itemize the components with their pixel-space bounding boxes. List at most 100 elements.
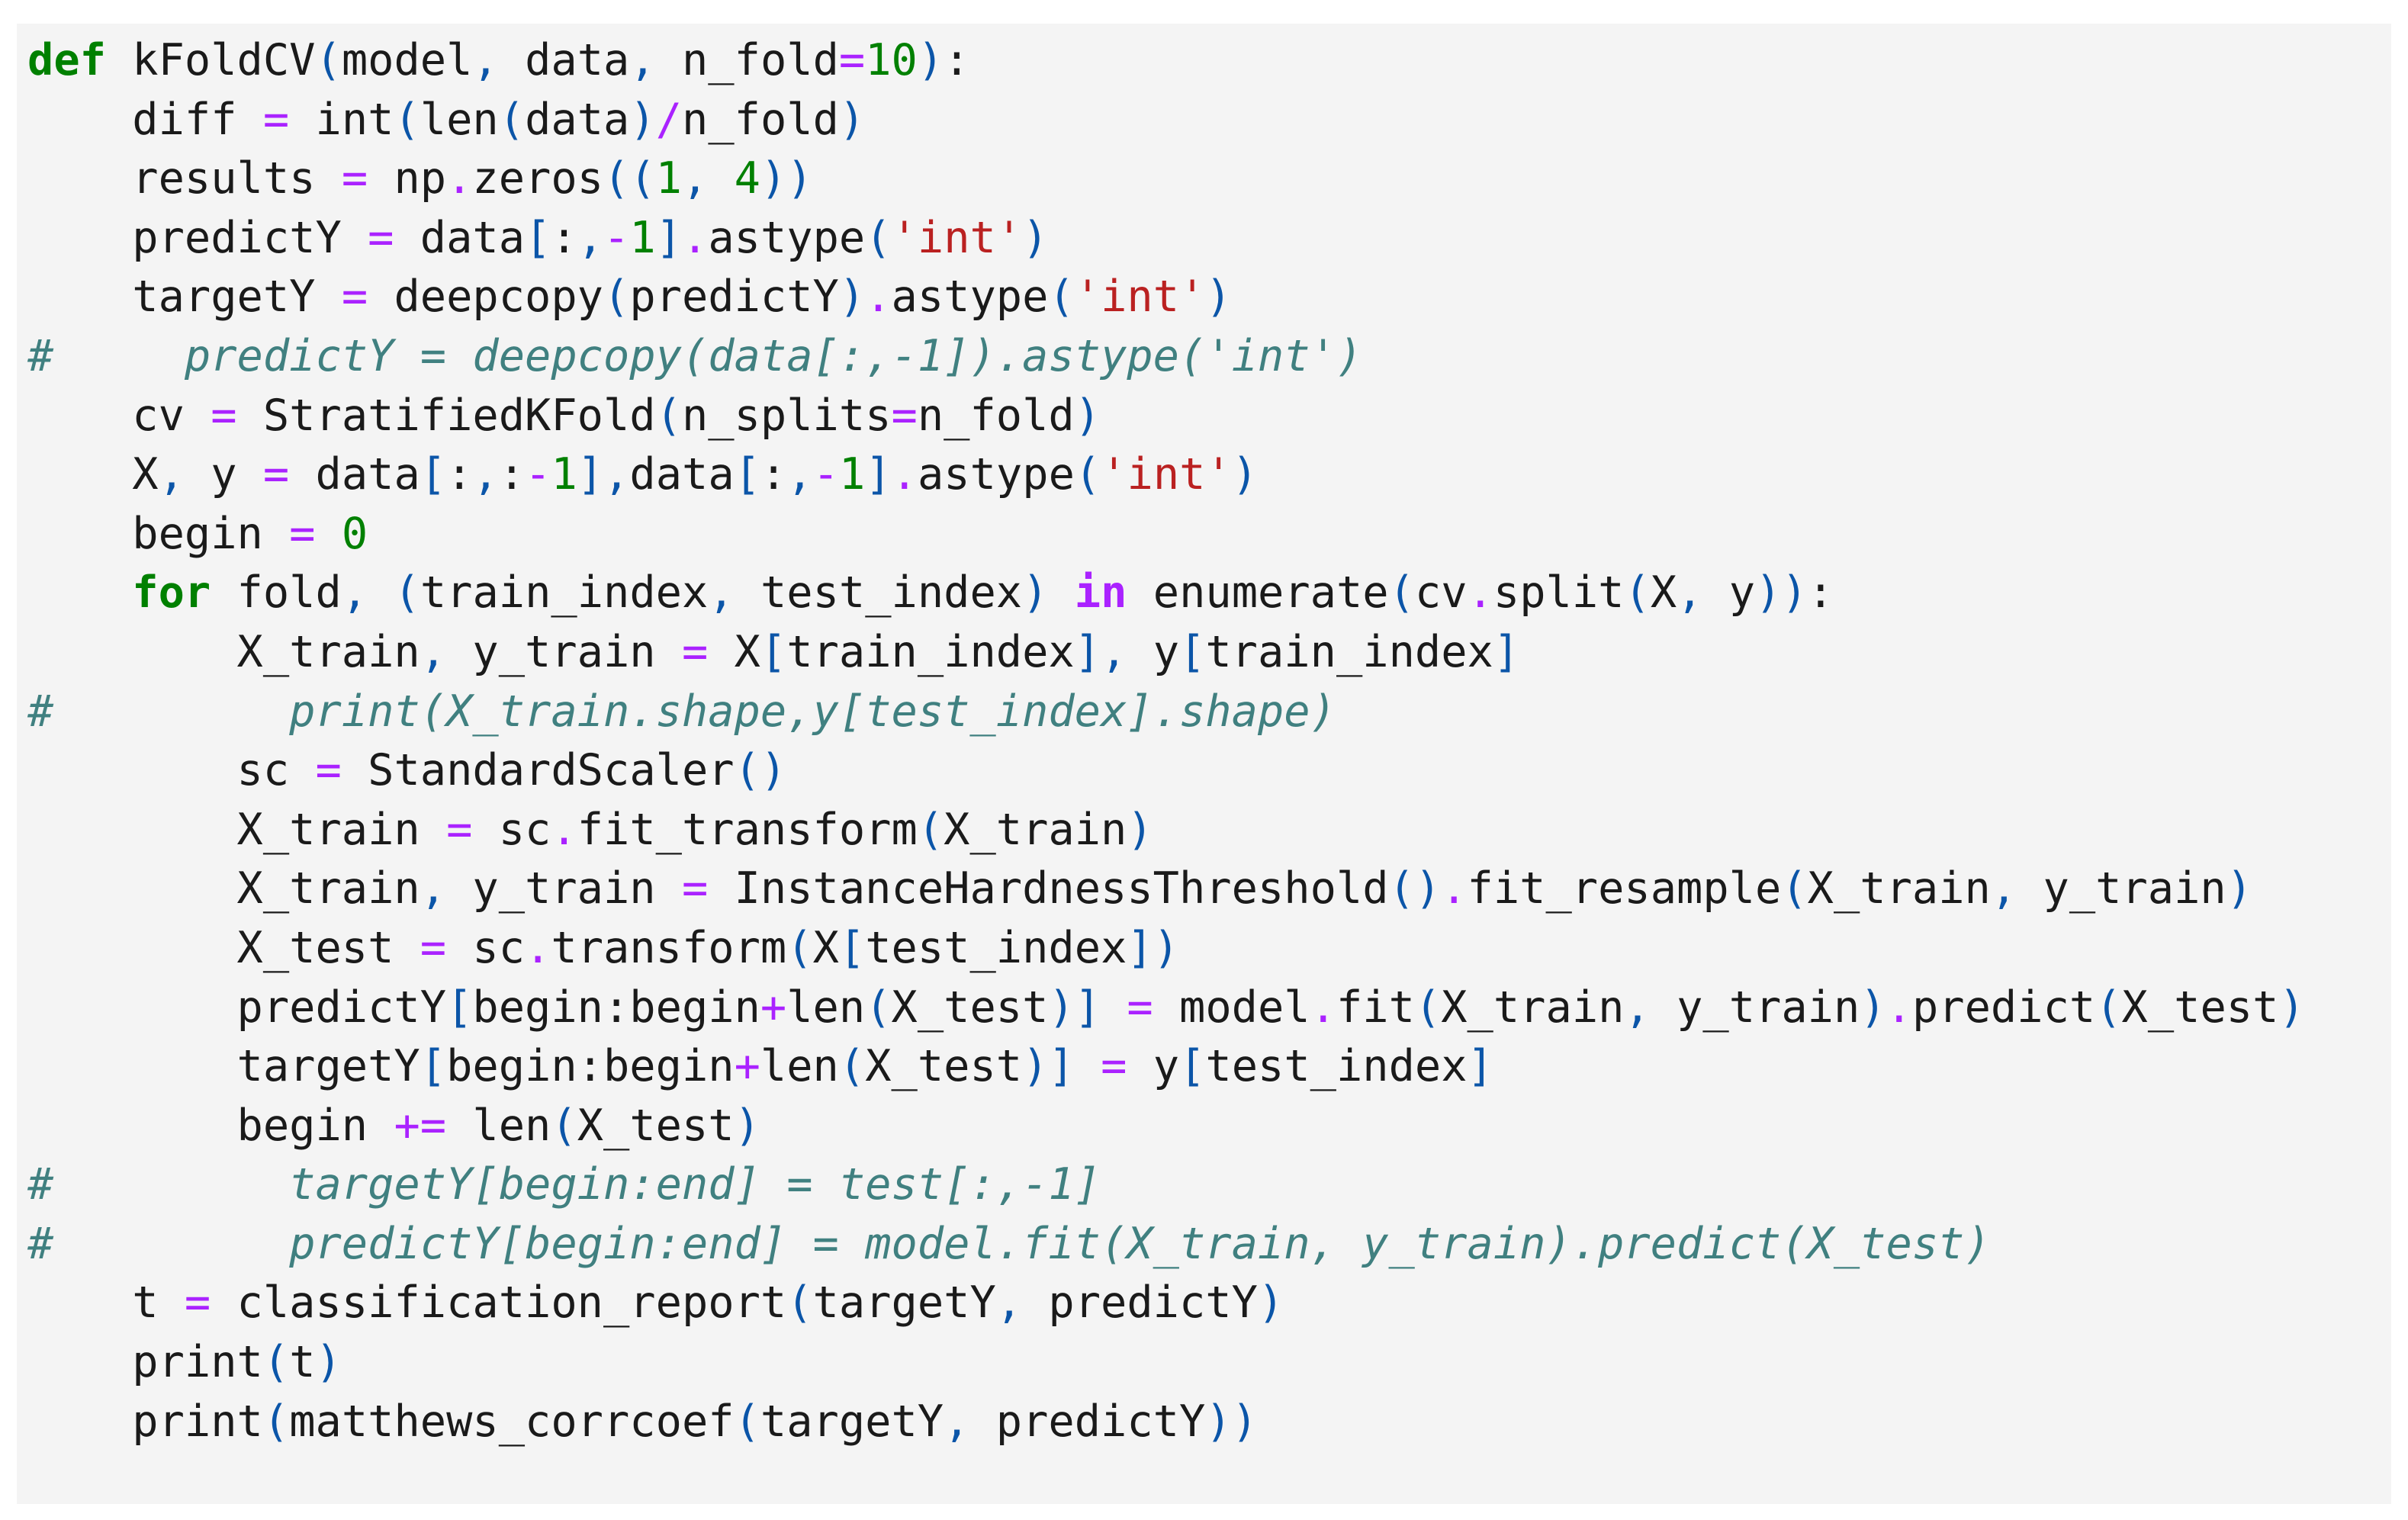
code-text: X_train [27, 626, 420, 677]
code-line: cv = StratifiedKFold(n_splits=n_fold) [27, 387, 2391, 446]
operator: = [891, 390, 918, 441]
operator: - [812, 449, 839, 500]
punctuation: , [158, 449, 185, 500]
code-text: sc [472, 804, 551, 855]
punctuation: [ [525, 212, 551, 263]
punctuation: ( [655, 390, 682, 441]
code-text: InstanceHardnessThreshold [708, 863, 1389, 914]
code-text: X [1650, 567, 1677, 619]
code-text: int [289, 94, 394, 145]
punctuation: [ [760, 626, 787, 677]
punctuation: , [472, 449, 499, 500]
code-line: # predictY[begin:end] = model.fit(X_trai… [27, 1215, 2391, 1274]
code-text: data [629, 449, 735, 500]
operator: + [760, 982, 787, 1033]
code-text: : [551, 212, 577, 263]
punctuation: ( [786, 1277, 813, 1329]
operator: = [262, 94, 290, 145]
code-text: data [394, 212, 526, 263]
code-cell[interactable]: def kFoldCV(model, data, n_fold=10): dif… [17, 24, 2391, 1504]
code-line: X, y = data[:,:-1],data[:,-1].astype('in… [27, 445, 2391, 505]
punctuation: ) [838, 94, 866, 145]
punctuation: ( [262, 1337, 290, 1388]
code-text: diff [27, 94, 263, 145]
punctuation: ) [2278, 982, 2305, 1033]
code-text: sc [27, 745, 316, 796]
code-text: split [1493, 567, 1625, 619]
code-text: fit_transform [577, 804, 918, 855]
code-text: len [446, 1100, 551, 1151]
operator: = [681, 626, 709, 677]
code-text: test_index [734, 567, 1023, 619]
code-text: astype [708, 212, 866, 263]
punctuation: ) [315, 1337, 342, 1388]
code-line: targetY[begin:begin+len(X_test)] = y[tes… [27, 1037, 2391, 1097]
code-text: X_train [27, 863, 420, 914]
punctuation: ( [917, 804, 944, 855]
code-text: results [27, 153, 342, 204]
punctuation: ) [734, 1100, 760, 1151]
code-text: t [289, 1337, 316, 1388]
operator: . [446, 153, 473, 204]
operator: = [368, 212, 394, 263]
operator: . [682, 212, 709, 263]
operator: = [1101, 1041, 1127, 1092]
number-literal: 0 [341, 508, 368, 559]
punctuation: [ [734, 449, 761, 500]
code-text: y [1127, 1041, 1180, 1092]
code-text: StandardScaler [341, 745, 735, 796]
code-line: predictY[begin:begin+len(X_test)] = mode… [27, 979, 2391, 1038]
number-literal: 1 [629, 212, 656, 263]
code-text: predictY [969, 1396, 1206, 1447]
punctuation: ( [603, 272, 630, 323]
operator: += [394, 1100, 447, 1151]
operator: = [184, 1277, 211, 1329]
punctuation: ( [838, 1041, 866, 1092]
punctuation: , [944, 1396, 970, 1447]
code-text: print [27, 1337, 263, 1388]
code-text: : [1807, 567, 1834, 619]
code-text: enumerate [1127, 567, 1389, 619]
code-line: t = classification_report(targetY, predi… [27, 1274, 2391, 1333]
punctuation: [ [446, 982, 473, 1033]
punctuation: , [1990, 863, 2017, 914]
code-text: astype [917, 449, 1075, 500]
operator: . [1441, 863, 1468, 914]
comment: # print(X_train.shape,y[test_index].shap… [27, 686, 1336, 737]
code-text: begin:begin [446, 1041, 735, 1092]
punctuation: )) [1205, 1396, 1258, 1447]
keyword-operator: in [1074, 567, 1127, 619]
code-text: X [708, 626, 760, 677]
code-text: predictY [27, 212, 368, 263]
code-text: X_test [27, 922, 420, 973]
code-text: y [184, 449, 263, 500]
code-text [1101, 982, 1127, 1033]
code-text: train_index [786, 626, 1075, 677]
code-text: y_train [1650, 982, 1860, 1033]
code-line: for fold, (train_index, test_index) in e… [27, 564, 2391, 623]
punctuation: ) [1257, 1277, 1284, 1329]
keyword: def [27, 35, 106, 85]
code-text: X_train [1807, 863, 1991, 914]
comment: # predictY = deepcopy(data[:,-1]).astype… [27, 330, 1363, 381]
operator: . [891, 449, 918, 500]
code-text: targetY [27, 1041, 420, 1092]
punctuation: ( [786, 922, 813, 973]
code-text [27, 567, 132, 618]
punctuation: ( [1781, 863, 1808, 914]
code-text: predictY [629, 272, 839, 323]
punctuation: ) [2226, 863, 2253, 914]
punctuation: ( [1074, 449, 1101, 500]
punctuation: [ [420, 449, 447, 500]
code-line: X_train, y_train = X[train_index], y[tra… [27, 623, 2391, 683]
code-text: y [1127, 626, 1180, 677]
punctuation: ) [1127, 804, 1153, 855]
punctuation: ) [1205, 272, 1232, 323]
code-line: print(t) [27, 1333, 2391, 1393]
code-editor[interactable]: def kFoldCV(model, data, n_fold=10): dif… [27, 31, 2391, 1451]
operator: . [1467, 567, 1493, 619]
punctuation: (( [603, 153, 656, 204]
code-text: y_train [2017, 863, 2226, 914]
operator: = [420, 922, 447, 973]
code-line: sc = StandardScaler() [27, 741, 2391, 801]
